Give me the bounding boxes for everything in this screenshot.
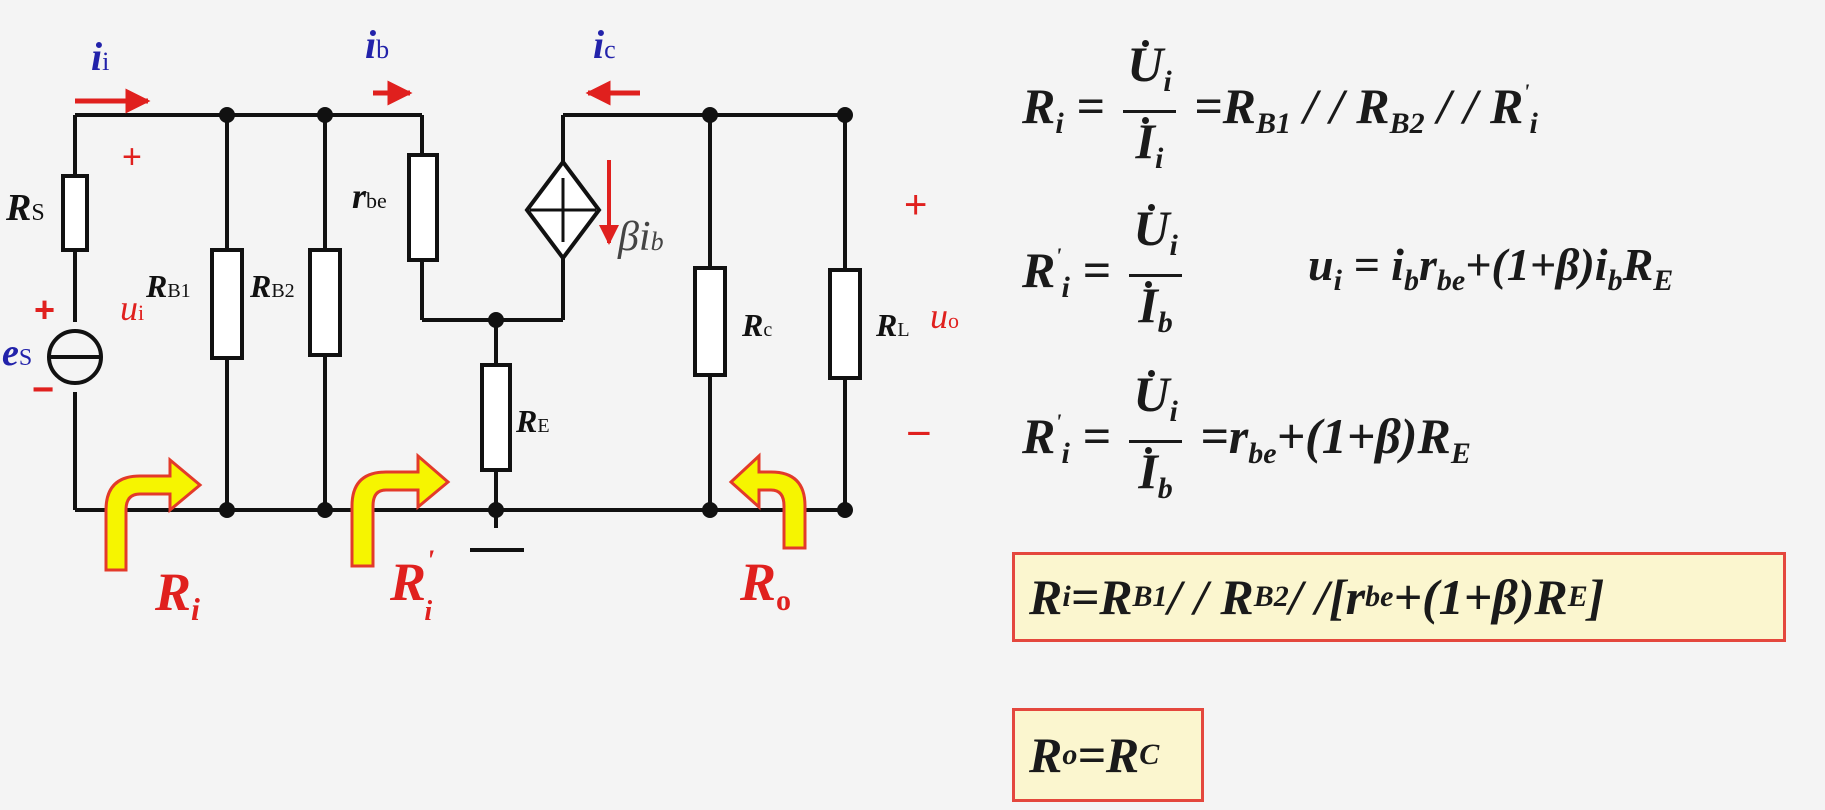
resistor-rc [693,266,727,377]
label-ic: ic [593,22,616,67]
resistor-rbe [407,153,439,262]
equation-ri-definition: Ri = Ui Ii =RB1 / / RB2 / / R'i [1022,36,1538,175]
label-ro: Ro [739,552,791,617]
label-ui: ui [120,288,144,328]
label-rb2: RB2 [249,268,295,304]
junction-nodes [219,107,853,518]
label-rb1: RB1 [145,268,191,304]
resistor-rb1 [210,248,244,360]
resistor-rs [61,174,89,252]
label-ii: ii [91,34,109,79]
circuit-diagram: ii ib ic RS eS RB1 RB2 rbe βib RE Rc RL … [2,22,959,627]
equation-ri-prime-result: R'i = Ui Ib =rbe+(1+β)RE [1022,366,1471,505]
resistor-re [480,363,512,472]
sign-plus-input: + [122,138,142,176]
label-beta-ib: βib [617,214,664,260]
label-ib: ib [365,22,389,67]
sign-plus-output: + [904,183,927,227]
sign-plus-source: + [34,289,55,330]
arrow-ri [104,456,203,572]
label-es: eS [2,332,32,374]
label-rc: Rc [741,307,772,343]
arrow-ri-prime [350,452,451,568]
label-re: RE [515,403,550,439]
arrow-ro [728,452,807,550]
label-uo: uo [930,296,959,336]
resistor-rb2 [308,248,342,357]
equation-ri-prime-definition: R'i = Ui Ib [1022,200,1188,351]
label-rs: RS [5,187,45,229]
sign-minus-source: − [32,369,54,411]
label-rl: RL [875,307,910,343]
label-ri: Ri [154,562,200,627]
resistor-rl [828,268,862,380]
sign-minus-output: − [906,409,932,458]
equation-ui: ui = ibrbe+(1+β)ibRE [1308,239,1674,297]
label-rbe: rbe [352,176,387,216]
label-ri-prime: R'i [389,544,434,627]
